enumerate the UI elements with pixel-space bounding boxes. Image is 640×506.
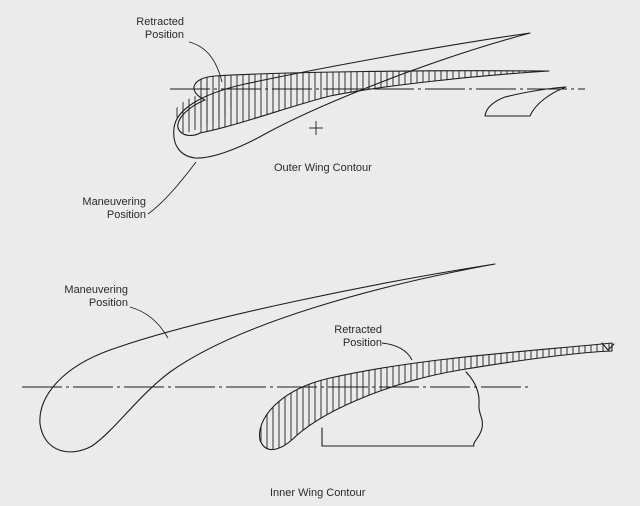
inner-maneuvering-label-line1: Maneuvering [64,284,128,296]
outer-retracted-label: Retracted Position [118,16,184,42]
inner-retracted-leader [381,342,413,361]
outer-wing-group [147,32,585,215]
outer-maneuvering-slat-outline [173,32,531,159]
outer-wing-caption: Outer Wing Contour [274,162,372,174]
inner-retracted-slat-outline [259,342,613,451]
outer-retracted-label-line2: Position [144,29,184,41]
outer-maneuvering-label-line1: Maneuvering [82,196,146,208]
inner-retracted-label-line2: Position [342,337,382,349]
inner-maneuvering-outline [39,263,496,453]
inner-retracted-label-line1: Retracted [334,324,382,336]
outer-maneuvering-leader [147,161,197,215]
inner-trailing-edge-detail [601,342,615,351]
outer-retracted-slat-hatch [195,70,549,133]
outer-maneuvering-label-line2: Position [106,209,146,221]
outer-trailing-flap [484,86,567,117]
inner-retracted-label: Retracted Position [316,324,382,350]
inner-maneuvering-leader [129,306,169,339]
inner-wing-box [321,371,483,447]
inner-maneuvering-label: Maneuvering Position [42,284,128,310]
outer-retracted-label-line1: Retracted [136,16,184,28]
inner-wing-group [22,263,615,453]
inner-maneuvering-label-line2: Position [88,297,128,309]
inner-wing-caption: Inner Wing Contour [270,487,366,499]
inner-retracted-slat-hatch [259,343,612,450]
outer-retracted-leader [188,41,223,83]
outer-maneuvering-slat-hatch [175,91,237,134]
outer-maneuvering-label: Maneuvering Position [60,196,146,222]
